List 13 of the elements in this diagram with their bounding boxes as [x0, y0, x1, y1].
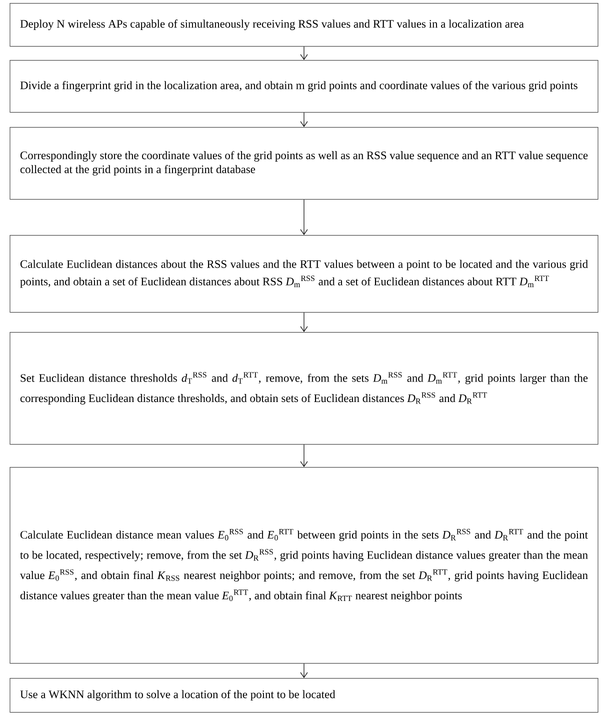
- arrow: [300, 663, 308, 678]
- process-box: Calculate Euclidean distance mean values E$_{0}$$^{RSS}$ and E$_{0}$$^{RTT}$ between grid points in the sets D$_{R}$$^{RSS}$ and D$_{R}$$^{RTT}$ and the point to be located, respectively; remove, from the set D$_{R}$$^{RSS}$, grid points having Euclidean distance values greater than the mean value E$_{0}$$^{RSS}$, and obtain final K$_{RSS}$ nearest neighbor points; and remove, from the set D$_{R}$$^{RTT}$, grid points having Euclidean distance values greater than the mean value E$_{0}$$^{RTT}$, and obtain final K$_{RTT}$ nearest neighbor points: [10, 467, 598, 664]
- arrow: [300, 46, 308, 60]
- arrow: [300, 112, 308, 127]
- process-box: Correspondingly store the coordinate values of the grid points as well as an RSS value sequence and an RTT value sequence collected at the grid points in a fingerprint database: [10, 127, 598, 200]
- process-box: Set Euclidean distance thresholds d$_{T}$$^{RSS}$ and d$_{T}$$^{RTT}$, remove, from the sets D$_{m}$$^{RSS}$ and D$_{m}$$^{RTT}$, grid points larger than the corresponding Euclidean distance thresholds, and obtain sets of Euclidean distances D$_{R}$$^{RSS}$ and D$_{R}$RTT: [10, 332, 598, 445]
- process-box: Use a WKNN algorithm to solve a location of the point to be located: [10, 678, 598, 713]
- arrow: [300, 444, 308, 467]
- process-box: Calculate Euclidean distances about the RSS values and the RTT values between a point to be located and the various grid points, and obtain a set of Euclidean distances about RSS D$_{m}$$^{RSS}$ and a set of Euclidean distances about RTT D$_{m}$RTT: [10, 235, 598, 313]
- arrow: [300, 199, 308, 235]
- arrow: [300, 312, 308, 332]
- process-box: Deploy N wireless APs capable of simultaneously receiving RSS values and RTT values in a localization area: [10, 3, 598, 47]
- process-box: Divide a fingerprint grid in the localization area, and obtain m grid points and coordinate values of the various grid points: [10, 60, 598, 113]
